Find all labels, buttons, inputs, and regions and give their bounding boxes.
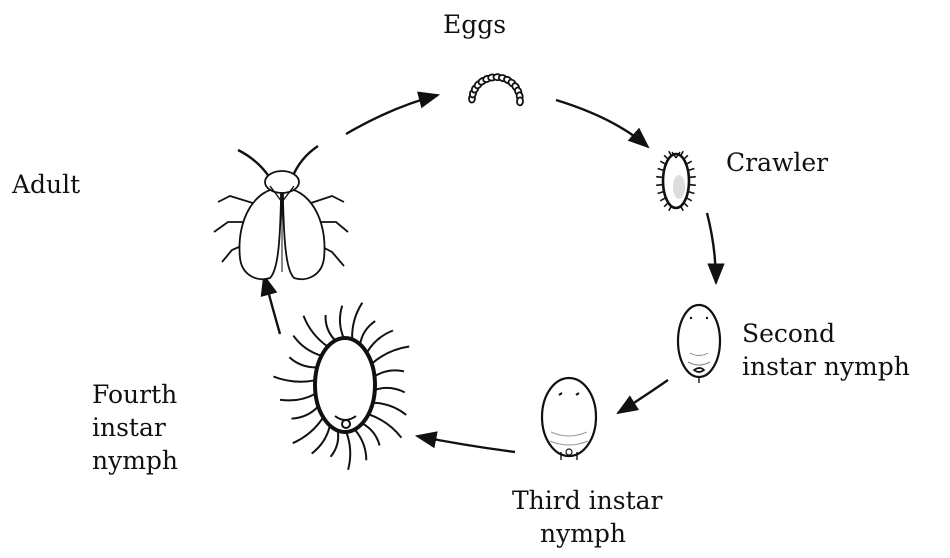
label-line: Second	[742, 317, 910, 350]
egg-oval	[517, 97, 524, 105]
label-line: Adult	[12, 170, 80, 199]
nymph-bristle	[293, 417, 324, 443]
adult-insect-icon	[214, 146, 348, 279]
nymph-bristle	[375, 388, 405, 392]
nymph-bristle	[273, 377, 315, 382]
eggs-icon	[469, 74, 524, 106]
nymph-bristle	[346, 432, 350, 470]
nymph-bristle	[362, 423, 379, 445]
label-line: nymph	[92, 444, 178, 477]
label-eggs: Eggs	[443, 8, 506, 41]
nymph-bristle	[280, 394, 315, 401]
label-crawler: Crawler	[726, 146, 828, 179]
arrow-crawler-to-second	[707, 213, 716, 283]
arrow-adult-to-eggs	[346, 95, 438, 134]
nymph-bristle	[312, 426, 330, 454]
nymph-bristle	[375, 370, 405, 376]
nymph-bristle	[292, 406, 319, 418]
nymph-bristle	[372, 347, 410, 364]
nymph-bristle	[289, 357, 317, 367]
arrow-eggs-to-crawler	[556, 100, 648, 147]
label-line: Crawler	[726, 148, 828, 177]
second-instar-nymph-icon	[678, 305, 720, 383]
crawler-icon	[656, 151, 696, 211]
nymph-bristle	[331, 431, 339, 457]
fourth-instar-nymph-icon	[273, 303, 409, 470]
arrow-second-to-third	[618, 380, 668, 413]
nymph-bristle	[326, 315, 336, 341]
label-line: nymph	[512, 517, 663, 550]
arrow-fourth-to-adult	[264, 276, 280, 334]
label-line: instar nymph	[742, 350, 910, 383]
label-second-instar-nymph: Second instar nymph	[742, 317, 910, 383]
nymph-bristle	[367, 331, 393, 353]
arrow-third-to-fourth	[417, 436, 515, 452]
nymph-bristle	[340, 306, 344, 338]
nymph-bristle	[373, 403, 406, 415]
nymph-bristle	[360, 321, 375, 344]
nymph-bristle	[304, 316, 328, 347]
label-line: Fourth	[92, 378, 178, 411]
nymph-bristle	[352, 303, 362, 340]
label-line: Third instar	[512, 484, 663, 517]
third-instar-nymph-icon	[542, 378, 596, 460]
label-adult: Adult	[12, 168, 80, 201]
label-line: instar	[92, 411, 178, 444]
nymph-bristle	[355, 430, 367, 461]
label-fourth-instar-nymph: Fourth instar nymph	[92, 378, 178, 477]
label-third-instar-nymph: Third instar nymph	[512, 484, 663, 550]
label-line: Eggs	[443, 10, 506, 39]
